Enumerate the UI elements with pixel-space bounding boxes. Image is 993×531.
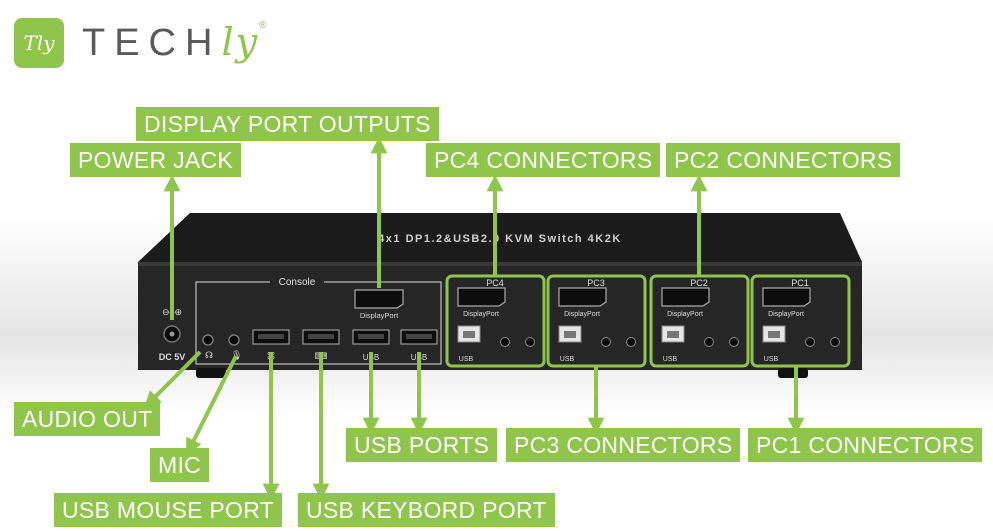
- pc4-mic-jack: [525, 337, 535, 347]
- callout-power-jack: POWER JACK: [70, 143, 242, 177]
- pc2-mic-jack: [729, 337, 739, 347]
- pc2-displayport-label: DisplayPort: [667, 311, 703, 318]
- callout-pc3-connectors: PC3 CONNECTORS: [506, 428, 741, 462]
- pc1-mic-jack: [830, 337, 840, 347]
- console-label: Console: [279, 277, 316, 288]
- pc4-displayport-label: DisplayPort: [463, 311, 499, 318]
- pc3-label: PC3: [587, 278, 605, 288]
- logo-name-main: TECH: [82, 22, 222, 64]
- pc3-displayport-label: DisplayPort: [564, 311, 600, 318]
- logo-monogram: Tly: [14, 18, 64, 68]
- pc1-audio-jack: [805, 337, 815, 347]
- pc1-outline: [750, 274, 851, 368]
- headphone-icon: ☊: [205, 350, 213, 360]
- pc1-label: PC1: [791, 278, 809, 288]
- pc2-displayport: [661, 287, 710, 307]
- pc3-displayport: [558, 287, 607, 307]
- callout-usb-ports: USB PORTS: [346, 428, 498, 462]
- chassis-model-label: 4x1 DP1.2&USB2.0 KVM Switch 4K2K: [378, 233, 622, 245]
- pc4-usb-label: USB: [459, 356, 474, 363]
- pc1-displayport: [762, 287, 811, 307]
- pc2-audio-jack: [704, 337, 714, 347]
- callout-pc4-connectors: PC4 CONNECTORS: [426, 143, 661, 177]
- pc3-mic-jack: [626, 337, 636, 347]
- arrow-audio-out: [144, 350, 202, 408]
- arrow-mic: [186, 355, 238, 456]
- pc1-usb-label: USB: [764, 356, 779, 363]
- logo-name-accent: ly: [221, 20, 260, 64]
- pc1-group: PC1 DisplayPort USB: [750, 274, 851, 368]
- foot-right: [778, 368, 808, 378]
- console-mic-jack: [228, 334, 240, 346]
- pc2-label: PC2: [690, 278, 708, 288]
- callout-usb-mouse-port: USB MOUSE PORT: [54, 493, 283, 527]
- mic-icon: 🎙: [231, 350, 242, 360]
- pc1-displayport-label: DisplayPort: [768, 311, 804, 318]
- chassis-top: [138, 213, 862, 262]
- console-displayport: [354, 289, 404, 309]
- pc3-audio-jack: [601, 337, 611, 347]
- pc2-usb-label: USB: [663, 356, 678, 363]
- console-displayport-label: DisplayPort: [360, 311, 399, 320]
- console-audio-jack: [202, 334, 214, 346]
- callout-audio-out: AUDIO OUT: [14, 402, 161, 436]
- pc4-audio-jack: [500, 337, 510, 347]
- dc-label: DC 5V: [159, 352, 186, 362]
- pc3-usb-label: USB: [560, 356, 575, 363]
- callout-mic: MIC: [150, 448, 210, 482]
- registered-mark: ®: [259, 20, 267, 31]
- callout-usb-keyboard-port: USB KEYBORD PORT: [298, 493, 555, 527]
- logo-wordmark: TECHly®: [82, 20, 266, 65]
- callout-pc2-connectors: PC2 CONNECTORS: [666, 143, 901, 177]
- pc2-group: PC2 DisplayPort USB: [649, 274, 750, 368]
- chassis-rear: [138, 262, 862, 370]
- callout-display-port-outputs: DISPLAY PORT OUTPUTS: [136, 107, 439, 141]
- foot-left: [196, 368, 226, 378]
- pc4-label: PC4: [486, 278, 504, 288]
- techly-logo: Tly TECHly®: [14, 18, 314, 82]
- callout-pc1-connectors: PC1 CONNECTORS: [748, 428, 983, 462]
- pc4-displayport: [457, 287, 506, 307]
